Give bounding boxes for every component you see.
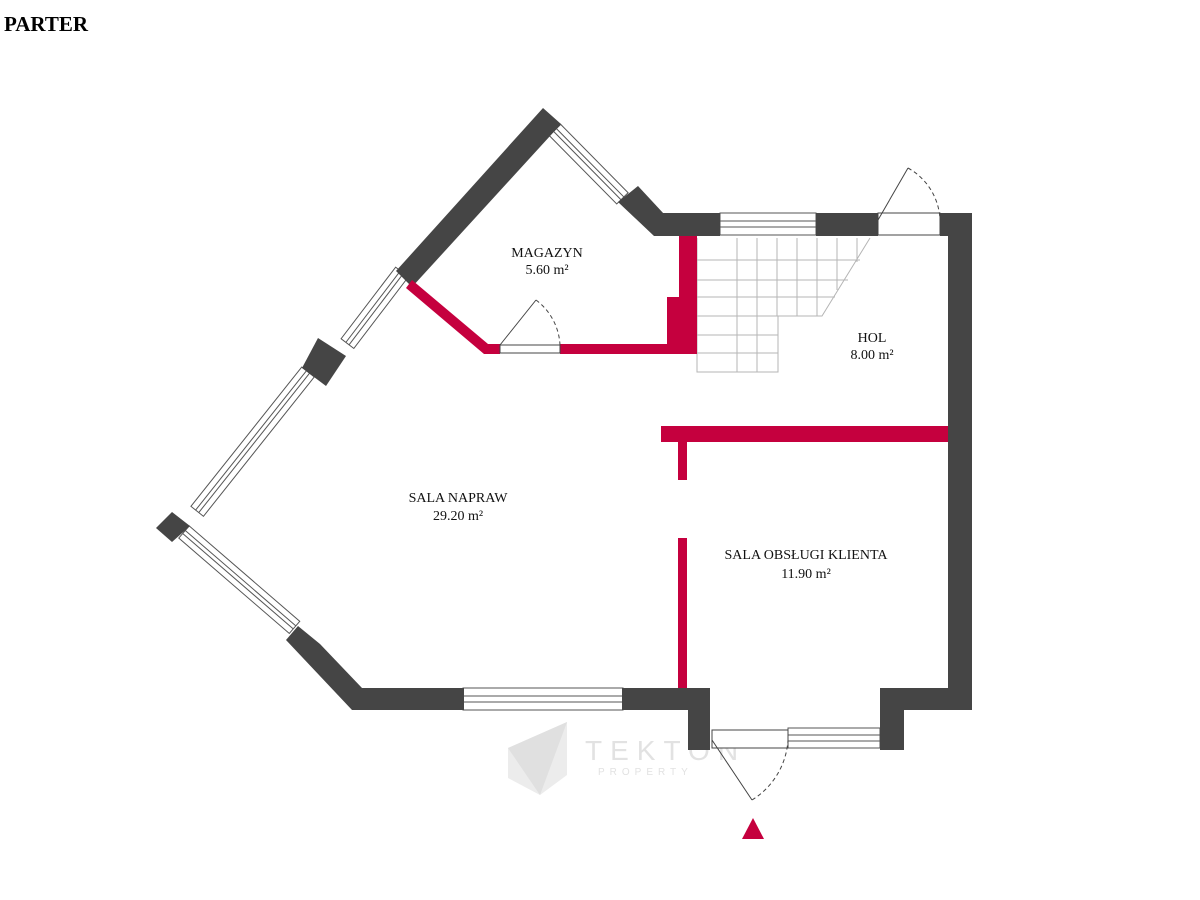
outer-walls	[156, 108, 972, 750]
door-magazyn	[499, 299, 561, 354]
door-entrance	[711, 729, 789, 801]
room-area: 11.90 m²	[781, 567, 831, 582]
watermark: TEKTON PROPERTY	[508, 722, 738, 795]
room-name: MAGAZYN	[511, 246, 583, 261]
floor-title: PARTER	[4, 12, 89, 36]
room-label-hol: HOL 8.00 m²	[850, 331, 893, 363]
room-area: 29.20 m²	[433, 509, 483, 524]
room-name: SALA OBSŁUGI KLIENTA	[725, 548, 889, 563]
watermark-sub: PROPERTY	[598, 767, 693, 778]
room-label-sala-napraw: SALA NAPRAW 29.20 m²	[409, 491, 509, 524]
windows	[178, 123, 881, 749]
window-left-mid	[190, 366, 315, 517]
room-name: SALA NAPRAW	[409, 491, 509, 506]
door-hol-exterior	[877, 167, 941, 236]
room-label-sala-obslugi: SALA OBSŁUGI KLIENTA 11.90 m²	[725, 548, 889, 582]
window-entrance	[787, 727, 881, 749]
doors	[499, 167, 941, 801]
room-label-magazyn: MAGAZYN 5.60 m²	[511, 246, 583, 278]
window-left-lower	[178, 525, 301, 635]
entrance-marker-icon	[742, 818, 764, 839]
stairs	[696, 237, 871, 373]
room-name: HOL	[858, 331, 887, 346]
inner-walls	[406, 236, 948, 688]
window-left-upper	[340, 266, 410, 350]
wall-left-diagonal-upper	[396, 108, 561, 287]
room-area: 8.00 m²	[850, 348, 893, 363]
window-top-hol	[719, 212, 817, 236]
window-bottom	[462, 687, 624, 711]
window-magazyn	[548, 123, 629, 205]
room-area: 5.60 m²	[525, 263, 568, 278]
